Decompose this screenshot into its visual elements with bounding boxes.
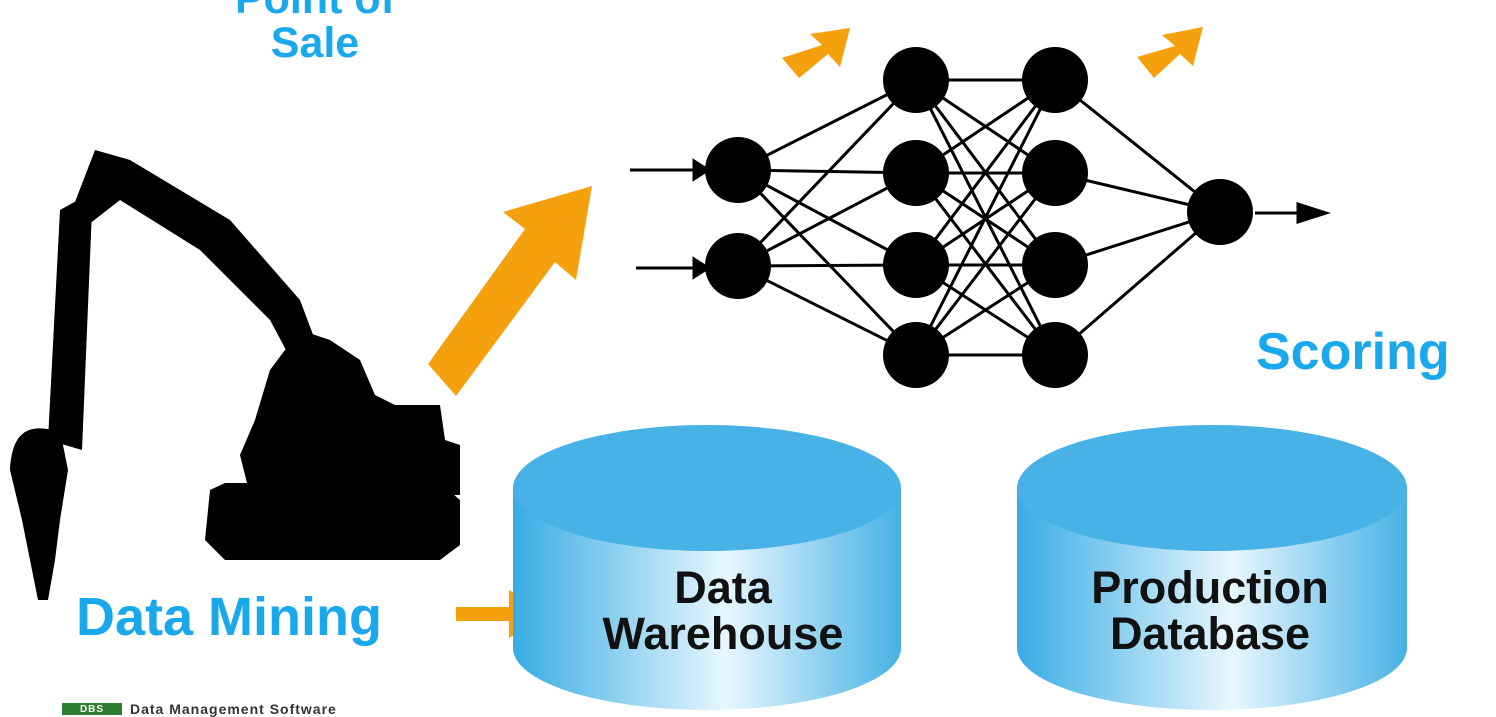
point-of-sale-label: Point of Sale: [235, 0, 395, 67]
hidden-node: [1022, 140, 1088, 206]
scoring-label: Scoring: [1256, 323, 1450, 381]
data-warehouse-label: Data Warehouse: [602, 562, 844, 659]
hidden-node: [883, 232, 949, 298]
company-logo: DBS Data Management Software: [62, 701, 337, 717]
cylinder-database-icon: [1017, 425, 1407, 710]
hidden-node: [1022, 322, 1088, 388]
hidden-node: [883, 322, 949, 388]
network-nodes: [705, 47, 1253, 388]
cylinder-database-icon: [513, 425, 901, 710]
hidden-node: [883, 47, 949, 113]
input-node: [705, 137, 771, 203]
arrow-icon: [1137, 27, 1203, 78]
network-connections: [736, 78, 1221, 357]
excavator-silhouette-icon: [10, 150, 460, 600]
data-mining-label: Data Mining: [76, 587, 382, 647]
logo-initials: DBS: [62, 703, 122, 715]
logo-text: Data Management Software: [130, 701, 337, 717]
arrow-icon: [428, 186, 592, 396]
hidden-node: [1022, 232, 1088, 298]
production-database-label: Production Database: [1091, 562, 1329, 659]
input-arrows: [630, 158, 1331, 280]
hidden-node: [883, 140, 949, 206]
hidden-node: [1022, 47, 1088, 113]
arrow-icon: [782, 28, 850, 78]
input-node: [705, 233, 771, 299]
output-node: [1187, 179, 1253, 245]
